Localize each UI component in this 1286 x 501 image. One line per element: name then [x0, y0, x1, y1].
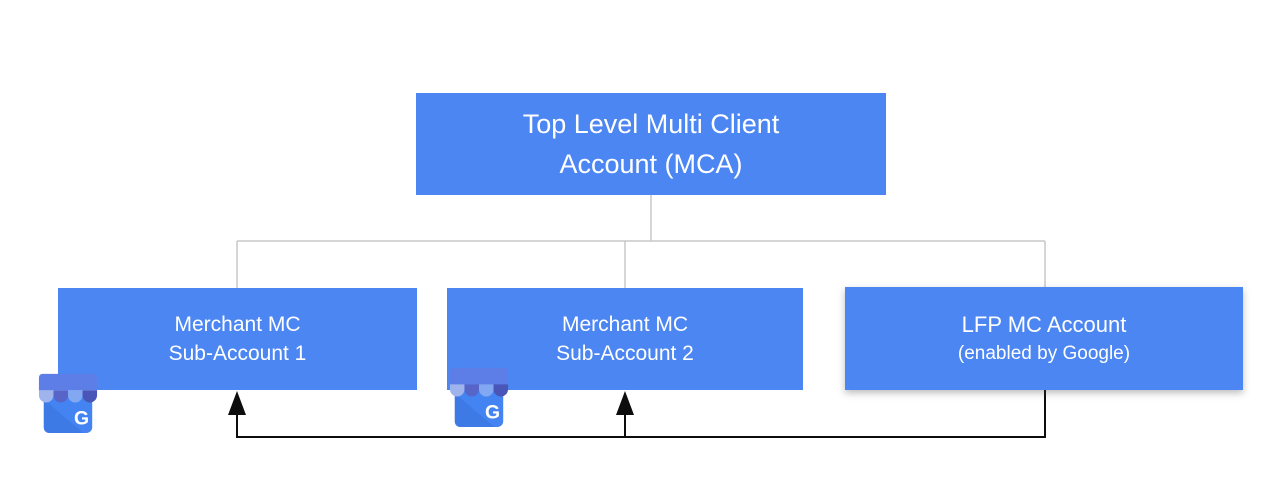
tree-connector-lines — [236, 195, 1046, 288]
awning-band — [38, 373, 98, 391]
awning-stripe — [68, 390, 83, 403]
awning-stripe — [53, 390, 68, 403]
node-label-line: Sub-Account 1 — [168, 342, 307, 365]
node-merchant-sub-account-1: Merchant MC Sub-Account 1 — [58, 288, 417, 390]
storefront-body-shade — [43, 399, 84, 433]
google-business-profile-icon: G — [449, 367, 509, 427]
awning-stripe — [493, 384, 509, 397]
node-lfp-mc-account: LFP MC Account (enabled by Google) — [845, 287, 1243, 390]
node-label-line: Merchant MC — [561, 313, 689, 336]
arrowhead-sub2 — [616, 391, 634, 415]
node-label-line: LFP MC Account — [961, 311, 1127, 337]
node-label-line: (enabled by Google) — [957, 342, 1131, 364]
feed-line-lfp-to-sub1 — [236, 390, 1046, 438]
awning-stripe — [464, 384, 479, 397]
node-label-line: Account (MCA) — [559, 149, 743, 179]
awning-stripe — [479, 384, 494, 397]
arrowhead-sub1 — [228, 391, 246, 415]
storefront-body-shade — [454, 393, 495, 427]
awning-band — [449, 367, 509, 385]
node-label-line: Sub-Account 2 — [556, 342, 694, 365]
awning-stripe — [82, 390, 98, 403]
node-label-line: Top Level Multi Client — [522, 109, 780, 139]
google-business-profile-icon: G — [38, 373, 98, 433]
google-g-letter: G — [74, 407, 89, 429]
node-top-level-mca: Top Level Multi Client Account (MCA) — [416, 93, 886, 195]
node-label-line: Merchant MC — [174, 313, 301, 336]
google-g-letter: G — [485, 401, 500, 423]
awning-stripe — [449, 384, 465, 397]
awning-stripe — [38, 390, 54, 403]
